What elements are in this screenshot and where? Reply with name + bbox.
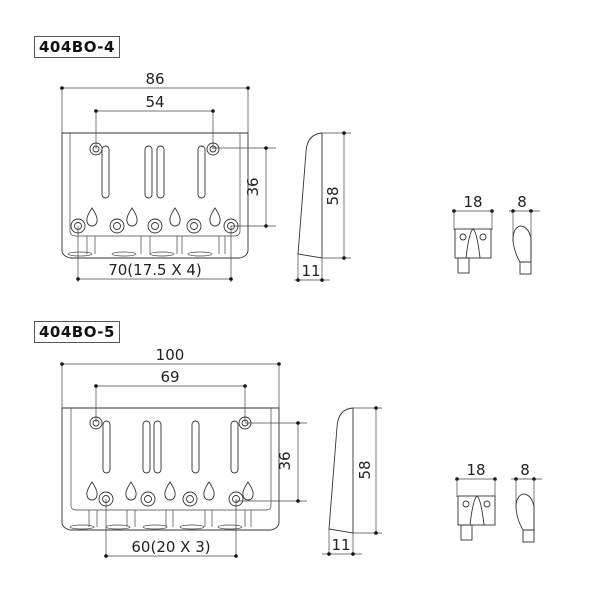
dim-mount-hole-depth: 36: [244, 177, 262, 196]
dim-side-height: 58: [324, 186, 342, 205]
dim-mount-hole-spacing: 54: [145, 93, 164, 111]
saddle-detail-5: 18 8: [455, 461, 542, 543]
dim-saddle-depth: 8: [520, 461, 530, 479]
dim-mount-hole-depth: 36: [276, 451, 294, 470]
dim-string-spacing: 60(20 X 3): [131, 538, 210, 556]
dim-side-height: 58: [356, 460, 374, 479]
dim-string-spacing: 70(17.5 X 4): [108, 261, 202, 279]
model-label-404bo-4: 404BO-4: [34, 36, 120, 58]
dim-saddle-width: 18: [463, 193, 482, 211]
bridge-side-view-5: 58 11: [322, 406, 382, 556]
dim-overall-width: 100: [156, 346, 185, 364]
dim-side-thickness: 11: [331, 536, 350, 554]
dim-mount-hole-spacing: 69: [160, 368, 179, 386]
dim-side-thickness: 11: [301, 262, 320, 280]
bridge-top-view-5: 100 69: [60, 346, 307, 558]
bridge-top-view-4: 86 54: [60, 70, 276, 282]
saddle-detail-4: 18 8: [452, 193, 540, 275]
bridge-side-view-4: 58 11: [294, 131, 351, 282]
dim-overall-width: 86: [145, 70, 164, 88]
model-label-404bo-5: 404BO-5: [34, 321, 120, 343]
dim-saddle-width: 18: [466, 461, 485, 479]
dim-saddle-depth: 8: [517, 193, 527, 211]
